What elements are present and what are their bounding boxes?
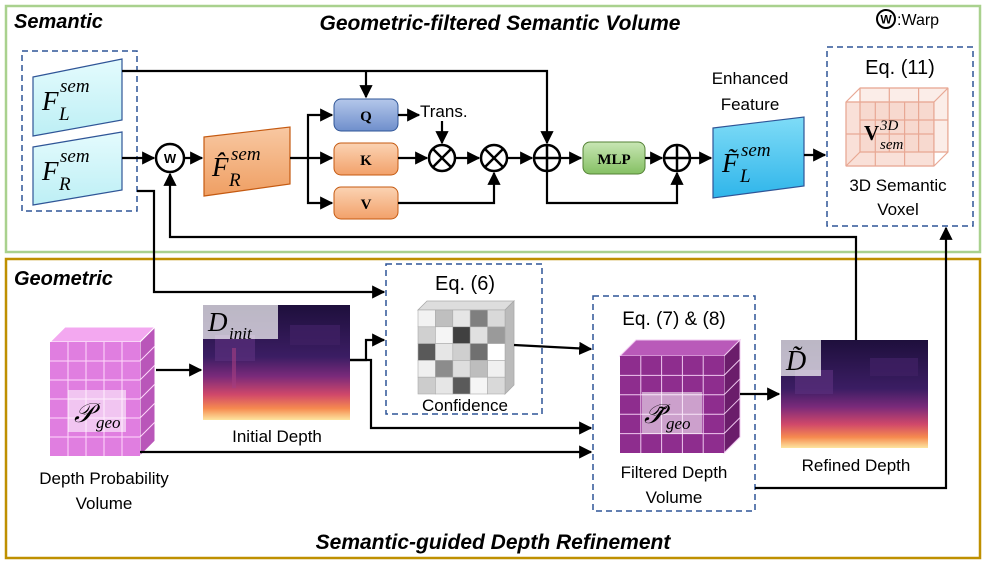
query-label: Q [360, 109, 372, 125]
warp-node-symbol: W [164, 151, 177, 166]
voxel-caption-line1: 3D Semantic [849, 176, 947, 195]
semantic-voxel-icon [845, 87, 949, 167]
voxel-caption-line2: Voxel [877, 200, 919, 219]
initial-depth-caption: Initial Depth [232, 427, 322, 446]
fl-tilde-block [712, 116, 805, 199]
filtered-volume-eq: Eq. (7) & (8) [622, 309, 725, 330]
geometric-panel [4, 257, 982, 560]
add-node-1 [532, 143, 562, 173]
filtered-volume-group [592, 295, 756, 512]
refined-depth-symbol: D̃ [785, 346, 806, 377]
fr-sem-block [32, 131, 123, 206]
confidence-group [385, 263, 543, 415]
filtered-volume-caption-line1: Filtered Depth [621, 463, 728, 482]
warp-legend-icon [876, 9, 896, 29]
fl-tilde-main: F̃ [721, 148, 739, 178]
multiply-node-1 [427, 143, 457, 173]
confidence-eq: Eq. (6) [435, 273, 495, 295]
prob-volume-symbol-sub: geo [96, 413, 121, 432]
geometric-title: Semantic-guided Depth Refinement [316, 531, 672, 554]
initial-depth-image [203, 305, 350, 420]
fr-sem-sub: R [58, 174, 71, 195]
key-label: K [360, 153, 372, 169]
value-label: V [361, 197, 372, 213]
fl-sem-block [32, 58, 123, 137]
enhanced-label-line2: Feature [721, 95, 780, 114]
refined-depth-image [781, 340, 928, 448]
prob-volume-caption-line1: Depth Probability [39, 469, 169, 488]
fl-sem-main: F [41, 86, 59, 116]
warp-legend-symbol: W [880, 13, 892, 27]
geometric-label: Geometric [14, 268, 113, 290]
semantic-title: Geometric-filtered Semantic Volume [320, 12, 681, 35]
trans-label: Trans. [420, 102, 468, 121]
prob-volume-caption-line2: Volume [76, 494, 133, 513]
filtered-volume-caption-line2: Volume [646, 488, 703, 507]
filtered-depth-volume-icon [618, 338, 742, 455]
voxel-eq: Eq. (11) [865, 57, 935, 79]
fr-hat-main: F̂ [211, 152, 229, 182]
fl-tilde-sup: sem [741, 140, 771, 161]
add-node-2 [662, 143, 692, 173]
voxel-symbol-sup: 3D [879, 118, 899, 134]
fl-tilde-sub: L [739, 166, 751, 187]
fr-sem-main: F [41, 156, 59, 186]
confidence-map-icon [417, 300, 515, 395]
filtered-volume-symbol-sub: geo [666, 414, 691, 433]
fl-sem-sub: L [58, 104, 70, 125]
voxel-symbol-sub: sem [880, 137, 903, 153]
refined-depth-caption: Refined Depth [802, 456, 911, 475]
fr-hat-block [203, 126, 291, 197]
semantic-connectors [122, 69, 858, 340]
semantic-panel [4, 4, 982, 254]
initial-depth-symbol-main: D [207, 307, 228, 337]
voxel-symbol-main: V [864, 121, 879, 145]
mlp-label: MLP [597, 152, 630, 168]
multiply-node-2 [479, 143, 509, 173]
geometric-connectors [140, 226, 953, 490]
input-features-group [21, 50, 138, 212]
enhanced-label-line1: Enhanced [712, 69, 789, 88]
fl-sem-sup: sem [60, 76, 90, 97]
fr-hat-sub: R [228, 170, 241, 191]
warp-legend-text: :Warp [897, 12, 939, 29]
confidence-caption: Confidence [422, 396, 508, 415]
fr-sem-sup: sem [60, 146, 90, 167]
voxel-group [826, 46, 974, 227]
initial-depth-symbol-sub: init [229, 324, 253, 343]
semantic-label: Semantic [14, 11, 103, 33]
depth-probability-volume-icon [48, 325, 157, 458]
fr-hat-sup: sem [231, 144, 261, 165]
